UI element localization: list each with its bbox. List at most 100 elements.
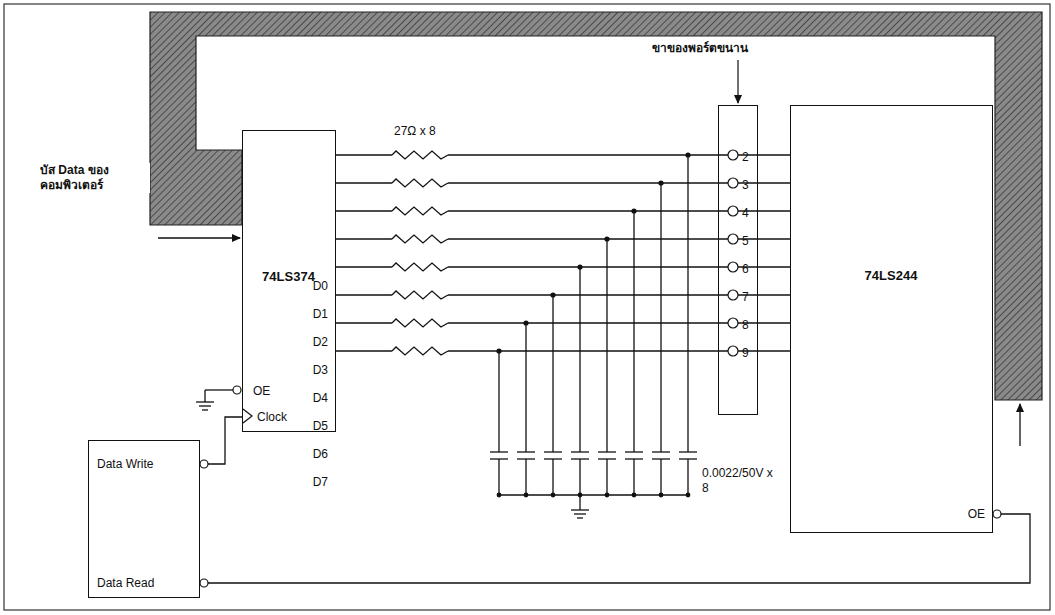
callout-label: ขาของพอร์ตขนาน	[650, 41, 750, 56]
cap-wire	[606, 239, 607, 452]
cap-wire	[498, 459, 499, 495]
control-box: Data WriteData Read	[88, 440, 200, 598]
pin-number: 2	[742, 149, 749, 165]
bus-in-arrow	[158, 237, 240, 238]
pin-number: 8	[742, 317, 749, 333]
ground-wire	[579, 495, 580, 510]
data-wire	[336, 182, 392, 183]
ground-wire	[205, 389, 233, 390]
data-wire	[336, 350, 392, 351]
bus-label: บัส Data ของ คอมพิวเตอร์	[38, 163, 150, 193]
data-wire	[336, 154, 392, 155]
port-pin	[728, 262, 738, 272]
pin-name: Clock	[257, 409, 287, 425]
data-wire	[336, 322, 392, 323]
cap-wire	[633, 459, 634, 495]
cap-wire	[687, 155, 688, 452]
pin-name: D0	[313, 278, 328, 294]
bus-out-arrow	[1019, 404, 1020, 446]
capacitor-symbol	[679, 451, 697, 452]
data-wire	[336, 294, 392, 295]
cap-wire	[606, 459, 607, 495]
inversion-bubble	[233, 386, 241, 394]
cap-wire	[498, 351, 499, 452]
pin-name: D3	[313, 362, 328, 378]
connector-path	[208, 417, 242, 464]
cap-wire	[687, 459, 688, 495]
data-wire	[448, 350, 728, 351]
pin-name: D1	[313, 306, 328, 322]
data-wire	[448, 266, 728, 267]
port-connector: 23456789	[718, 105, 758, 415]
chip-name: 74LS374	[262, 269, 315, 285]
ground-symbol	[199, 405, 211, 406]
ground-symbol	[196, 401, 214, 402]
capacitor-symbol	[571, 451, 589, 452]
resistor-symbol	[392, 235, 448, 243]
ground-symbol	[577, 517, 583, 518]
connector-path	[208, 514, 1030, 583]
resistor-symbol	[392, 207, 448, 215]
pin-number: 9	[742, 345, 749, 361]
leader-arrow	[737, 60, 738, 103]
pin-name: D5	[313, 418, 328, 434]
ground-symbol	[202, 409, 208, 410]
pin-name: D7	[313, 474, 328, 490]
inversion-bubble	[200, 460, 208, 468]
signal-name: Data Write	[97, 456, 153, 472]
data-wire	[448, 294, 728, 295]
inversion-bubble	[200, 579, 208, 587]
port-pin	[728, 178, 738, 188]
data-wire	[448, 322, 728, 323]
capacitor-symbol	[652, 451, 670, 452]
pin-name: D6	[313, 446, 328, 462]
control-line	[200, 417, 242, 468]
cap-wire	[552, 295, 553, 452]
cap-wire	[660, 459, 661, 495]
ground-symbol	[574, 513, 586, 514]
data-wire	[336, 238, 392, 239]
pin-number: 7	[742, 289, 749, 305]
port-pin	[728, 346, 738, 356]
wiring	[196, 150, 790, 518]
port-pin	[728, 206, 738, 216]
inversion-bubble	[993, 510, 1001, 518]
capacitor-label: 0.0022/50V x 8	[700, 466, 780, 496]
pin-number: 4	[742, 205, 749, 221]
resistor-symbol	[392, 347, 448, 355]
resistor-symbol	[392, 319, 448, 327]
ground-wire	[204, 390, 205, 402]
capacitor-symbol	[544, 451, 562, 452]
pin-number: 5	[742, 233, 749, 249]
resistor-symbol	[392, 179, 448, 187]
port-pin	[728, 290, 738, 300]
ic-chip: 74LS244OE	[790, 105, 993, 533]
data-wire	[448, 210, 728, 211]
port-pin	[728, 150, 738, 160]
cap-wire	[525, 323, 526, 452]
pin-name: OE	[968, 506, 985, 522]
cap-wire	[525, 459, 526, 495]
clock-triangle	[243, 409, 252, 423]
data-wire	[336, 210, 392, 211]
capacitor-symbol	[517, 451, 535, 452]
cap-wire	[633, 211, 634, 452]
data-wire	[448, 182, 728, 183]
data-bus-band	[150, 12, 1042, 400]
pin-name: OE	[253, 383, 270, 399]
cap-wire	[552, 459, 553, 495]
ground-symbol	[571, 509, 589, 510]
port-pin	[728, 234, 738, 244]
cap-wire	[579, 459, 580, 495]
ic-chip: 74LS374D0D1D2D3D4D5D6D7OEClock	[242, 130, 336, 432]
capacitor-symbol	[625, 451, 643, 452]
pin-name: D2	[313, 334, 328, 350]
chip-name: 74LS244	[865, 268, 918, 284]
resistor-symbol	[392, 291, 448, 299]
capacitor-symbol	[490, 451, 508, 452]
pin-number: 3	[742, 177, 749, 193]
data-wire	[336, 266, 392, 267]
